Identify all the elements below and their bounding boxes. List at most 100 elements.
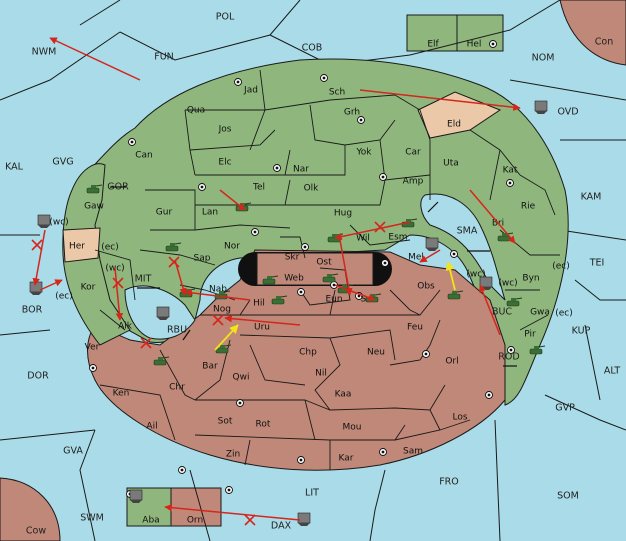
supply-centre-core — [200, 185, 204, 189]
label-eld: Eld — [447, 120, 461, 130]
label-jos: Jos — [218, 125, 232, 135]
supply-centre-core — [381, 175, 385, 179]
failed-order-cross — [212, 314, 224, 326]
label-ovd: OVD — [557, 107, 578, 118]
supply-centre-core — [238, 401, 242, 405]
label-gaw: Gaw — [84, 202, 104, 212]
army-icon[interactable] — [322, 273, 339, 283]
supply-centre-core — [359, 118, 363, 122]
order-arrow — [334, 221, 411, 241]
land-turkey-region — [87, 249, 506, 471]
land-orn[interactable] — [170, 487, 222, 527]
label-skr: Skr — [285, 253, 300, 263]
label-hug: Hug — [334, 209, 352, 219]
order-arrow — [114, 267, 124, 321]
order-arrow — [334, 284, 376, 302]
supply-centre-core — [383, 261, 387, 265]
label-wil: Wil — [356, 234, 370, 244]
army-icon[interactable] — [153, 356, 170, 366]
order-arrow — [339, 239, 353, 296]
coast-label: (ec) — [555, 309, 573, 319]
label-kar: Kar — [339, 454, 354, 464]
label-fro: FRO — [439, 477, 459, 488]
label-cow: Cow — [26, 526, 46, 537]
label-uta: Uta — [443, 159, 459, 169]
label-rie: Rie — [521, 202, 536, 212]
label-lan: Lan — [202, 208, 218, 218]
label-mel: Mel — [408, 253, 424, 263]
fleet-icon[interactable] — [425, 237, 439, 251]
army-icon[interactable] — [447, 290, 464, 300]
army-icon[interactable] — [529, 345, 546, 355]
label-nog: Nog — [213, 305, 231, 315]
supply-centre-core — [357, 294, 361, 298]
fleet-icon[interactable] — [156, 306, 170, 320]
label-gva: GVA — [63, 446, 83, 457]
fleet-icon[interactable] — [297, 512, 311, 526]
label-ken: Ken — [113, 389, 130, 399]
label-nab: Nab — [209, 285, 227, 295]
label-sma: SMA — [457, 226, 478, 237]
supply-centre-core — [130, 140, 134, 144]
supply-centre-core — [509, 348, 513, 352]
label-pol: POL — [216, 12, 235, 23]
order-arrow — [39, 279, 63, 291]
label-aik: Aik — [118, 322, 133, 332]
failed-order-cross — [31, 239, 43, 251]
supply-centre-core — [491, 42, 495, 46]
label-eun: Eun — [325, 295, 342, 305]
label-tei: TEI — [589, 258, 605, 269]
failed-order-cross — [140, 337, 152, 349]
fleet-icon[interactable] — [37, 214, 51, 228]
fleet-icon[interactable] — [129, 489, 143, 503]
coast-label: (ec) — [552, 262, 570, 272]
label-dor: DOR — [27, 371, 49, 382]
label-elf: Elf — [427, 40, 439, 50]
label-nom: NOM — [532, 53, 555, 64]
supply-centre-core — [91, 366, 95, 370]
label-nor: Nor — [224, 242, 240, 252]
army-icon[interactable] — [215, 344, 232, 354]
order-arrow — [184, 289, 251, 301]
label-gvp: GVP — [555, 403, 575, 414]
fleet-icon[interactable] — [29, 281, 43, 295]
label-kam: KAM — [581, 192, 602, 203]
order-arrow — [219, 189, 246, 211]
land-her[interactable] — [62, 227, 101, 263]
order-arrow — [32, 229, 46, 286]
label-ost: Ost — [316, 258, 332, 268]
failed-order-cross — [112, 277, 124, 289]
support-arrow — [214, 324, 239, 351]
army-icon[interactable] — [506, 297, 523, 307]
army-icon[interactable] — [271, 295, 288, 305]
order-arrow — [174, 259, 187, 296]
supply-centre-core — [236, 80, 240, 84]
supply-centre-core — [303, 245, 307, 249]
label-los: Los — [452, 413, 467, 423]
label-uru: Uru — [254, 323, 270, 333]
army-icon[interactable] — [165, 242, 182, 252]
label-rot: Rot — [256, 420, 271, 430]
label-dax: DAX — [271, 521, 292, 532]
label-nwm: NWM — [32, 47, 57, 58]
label-chr: Chr — [169, 383, 185, 393]
army-icon[interactable] — [86, 184, 103, 194]
order-arrow — [49, 37, 141, 81]
label-kor: Kor — [81, 283, 96, 293]
label-swm: SWM — [80, 513, 104, 524]
label-sap: Sap — [194, 254, 211, 264]
label-buc: BUC — [492, 307, 512, 318]
label-gwa: Gwa — [530, 308, 550, 318]
label-tel: Tel — [252, 183, 265, 193]
supply-centre-core — [332, 283, 336, 287]
army-icon[interactable] — [262, 275, 279, 285]
fleet-icon[interactable] — [534, 100, 548, 114]
label-grh: Grh — [344, 108, 360, 118]
label-amp: Amp — [403, 177, 424, 187]
failed-order-cross — [374, 221, 386, 233]
label-fun: FUN — [154, 52, 174, 63]
label-cob: COB — [302, 43, 323, 54]
supply-centre-core — [424, 352, 428, 356]
label-her: Her — [69, 242, 85, 252]
supply-centre-core — [299, 458, 303, 462]
